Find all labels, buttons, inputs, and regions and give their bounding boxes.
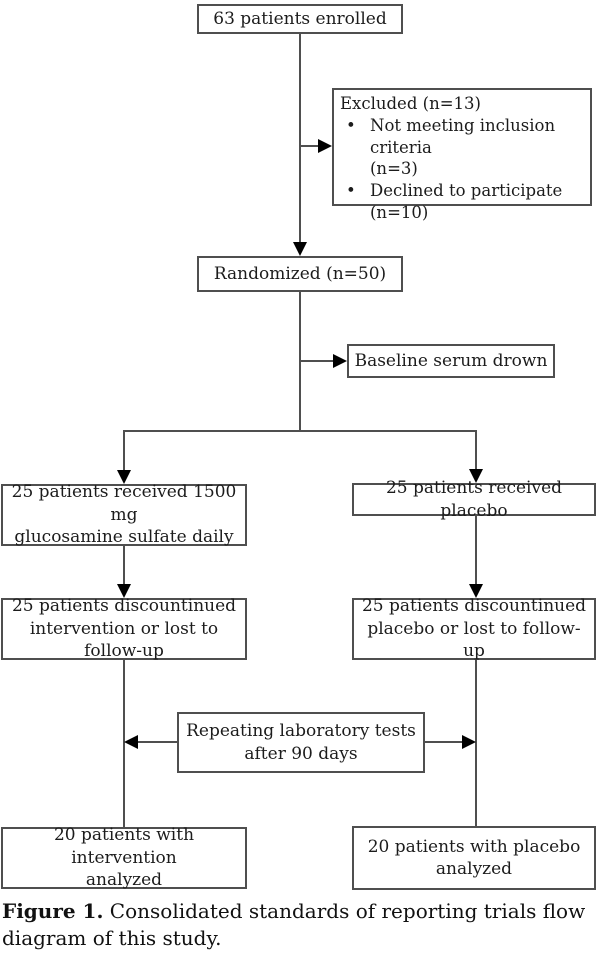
arrowhead-down-received-placebo (469, 469, 483, 483)
box-excluded: Excluded (n=13) • Not meeting inclusion … (332, 88, 592, 222)
figure-caption: Figure 1. Consolidated standards of repo… (2, 898, 598, 952)
box-received-placebo: 25 patients received placebo (352, 478, 596, 521)
box-received-intervention: 25 patients received 1500 mg glucosamine… (1, 482, 247, 547)
connector-received-to-discontinued-left (123, 546, 125, 584)
arrowhead-right-repeat (462, 735, 476, 749)
connector-split-right-drop (475, 430, 477, 469)
arrowhead-down-discontinued-intervention (117, 584, 131, 598)
excluded-item: • Not meeting inclusion criteria (n=3) (340, 115, 584, 180)
connector-received-to-discontinued-right (475, 516, 477, 584)
arrowhead-down-randomized (293, 242, 307, 256)
excluded-item: • Declined to participate (n=10) (340, 180, 562, 224)
arrowhead-down-discontinued-placebo (469, 584, 483, 598)
excluded-item-text: Declined to participate (n=10) (370, 181, 563, 222)
excluded-item-text: Not meeting inclusion criteria (n=3) (370, 115, 556, 179)
connector-repeat-right (425, 741, 464, 743)
excluded-title: Excluded (n=13) (340, 94, 481, 113)
box-baseline-serum: Baseline serum drown (347, 344, 555, 378)
arrowhead-left-repeat (124, 735, 138, 749)
connector-discontinued-to-analyzed-right (475, 660, 477, 826)
arrowhead-right-excluded (318, 139, 332, 153)
connector-split-left-drop (123, 430, 125, 470)
box-enrolled: 63 patients enrolled (197, 4, 403, 34)
arrowhead-down-received-intervention (117, 470, 131, 484)
figure-caption-text: Consolidated standards of reporting tria… (2, 899, 586, 950)
connector-enrolled-to-randomized (299, 34, 301, 242)
figure-caption-label: Figure 1. (2, 899, 104, 923)
bullet-icon: • (346, 115, 356, 135)
connector-to-baseline (300, 360, 334, 362)
connector-to-excluded (300, 145, 320, 147)
box-discontinued-placebo: 25 patients discountinued placebo or los… (352, 596, 596, 661)
box-randomized: Randomized (n=50) (197, 256, 403, 292)
connector-repeat-left (136, 741, 177, 743)
box-discontinued-intervention: 25 patients discountinued intervention o… (1, 596, 247, 661)
bullet-icon: • (346, 181, 356, 201)
box-repeat-lab-tests: Repeating laboratory tests after 90 days (177, 712, 425, 773)
arrowhead-right-baseline (333, 354, 347, 368)
box-analyzed-placebo: 20 patients with placebo analyzed (352, 826, 596, 890)
box-analyzed-intervention: 20 patients with intervention analyzed (1, 825, 247, 890)
connector-split-horizontal (123, 430, 477, 432)
